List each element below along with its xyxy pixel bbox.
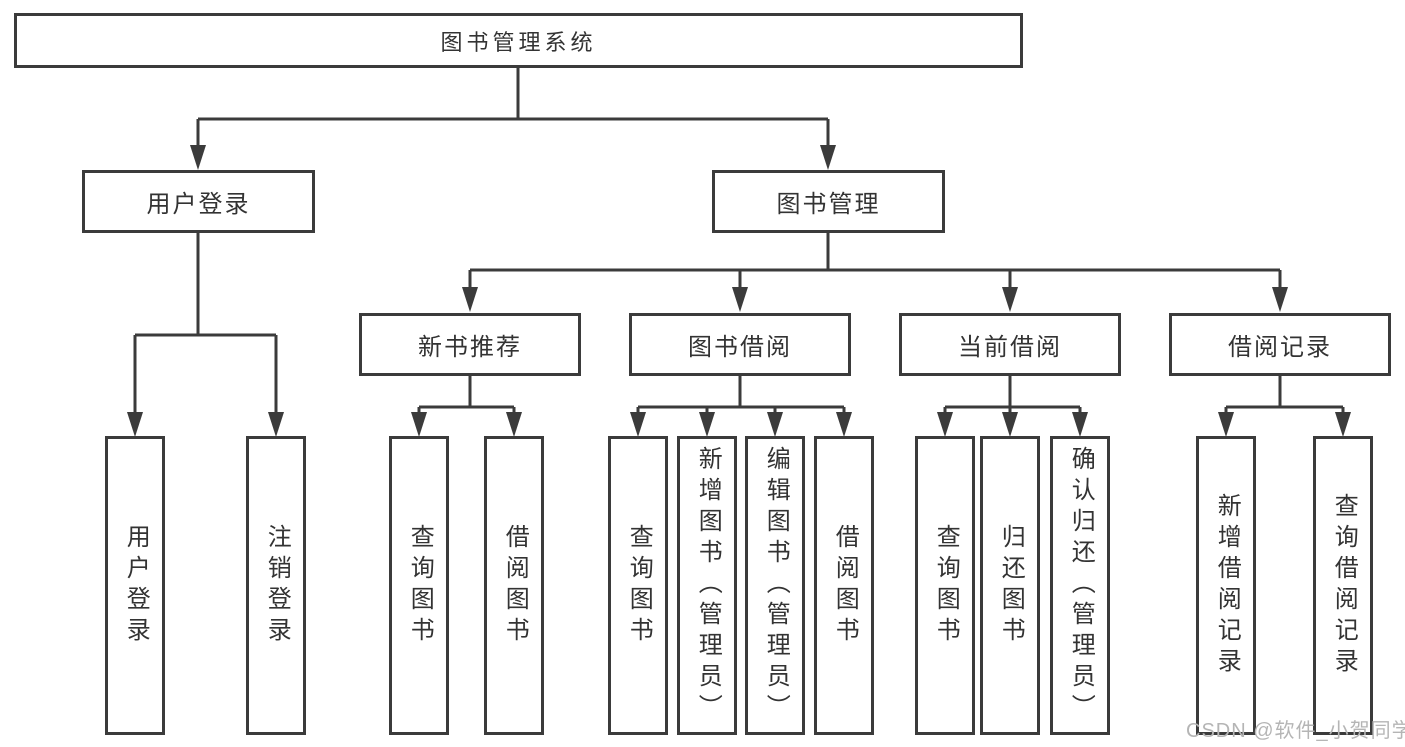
node-label: 新增图书（管理员） bbox=[694, 446, 722, 725]
node-book-borrow: 图书借阅 bbox=[629, 313, 851, 376]
node-label: 确认归还（管理员） bbox=[1067, 446, 1095, 725]
leaf-edit-book-admin: 编辑图书（管理员） bbox=[745, 436, 805, 735]
arrowhead-icon bbox=[127, 412, 143, 437]
node-label: 借阅图书 bbox=[501, 523, 529, 648]
node-book-management: 图书管理 bbox=[712, 170, 945, 233]
connector-book-management-to-level2 bbox=[468, 233, 1282, 291]
arrowhead-icon bbox=[1272, 287, 1288, 312]
node-label: 查询图书 bbox=[625, 523, 653, 648]
arrowhead-icon bbox=[506, 412, 522, 437]
node-label: 查询图书 bbox=[406, 523, 434, 648]
leaf-logout: 注销登录 bbox=[246, 436, 306, 735]
node-label: 用户登录 bbox=[146, 191, 251, 218]
node-label: 当前借阅 bbox=[958, 334, 1062, 361]
node-label: 新书推荐 bbox=[418, 334, 522, 361]
node-new-book-recommend: 新书推荐 bbox=[359, 313, 581, 376]
leaf-add-book-admin: 新增图书（管理员） bbox=[677, 436, 737, 735]
node-label: 归还图书 bbox=[997, 523, 1025, 648]
arrowhead-icon bbox=[190, 145, 206, 170]
node-library-management-system: 图书管理系统 bbox=[14, 13, 1023, 68]
leaf-return-books: 归还图书 bbox=[980, 436, 1040, 735]
arrowhead-icon bbox=[1002, 287, 1018, 312]
node-label: 借阅记录 bbox=[1228, 334, 1332, 361]
arrowhead-icon bbox=[1002, 412, 1018, 437]
arrowhead-icon bbox=[767, 412, 783, 437]
arrowhead-icon bbox=[1335, 412, 1351, 437]
leaf-recommend-query-books: 查询图书 bbox=[389, 436, 449, 735]
arrowhead-icon bbox=[732, 287, 748, 312]
arrowhead-icon bbox=[820, 145, 836, 170]
leaf-current-query-books: 查询图书 bbox=[915, 436, 975, 735]
arrowhead-icon bbox=[937, 412, 953, 437]
connector-borrow-records-to-leaves bbox=[1224, 376, 1345, 416]
arrowhead-icon bbox=[268, 412, 284, 437]
node-label: 用户登录 bbox=[122, 523, 150, 648]
leaf-borrow-borrow-books: 借阅图书 bbox=[814, 436, 874, 735]
node-label: 图书管理 bbox=[776, 191, 881, 218]
node-label: 新增借阅记录 bbox=[1213, 492, 1241, 679]
connector-new-book-recommend-to-leaves bbox=[417, 376, 516, 416]
arrowhead-icon bbox=[836, 412, 852, 437]
node-label: 注销登录 bbox=[263, 523, 291, 648]
leaf-recommend-borrow-books: 借阅图书 bbox=[484, 436, 544, 735]
node-label: 图书借阅 bbox=[688, 334, 792, 361]
watermark: CSDN @软件_小贺同学 bbox=[1186, 720, 1405, 742]
node-user-login: 用户登录 bbox=[82, 170, 315, 233]
arrowhead-icon bbox=[699, 412, 715, 437]
arrowhead-icon bbox=[462, 287, 478, 312]
connector-current-borrow-to-leaves bbox=[943, 376, 1082, 416]
connector-book-borrow-to-leaves bbox=[636, 376, 846, 416]
node-label: 借阅图书 bbox=[831, 523, 859, 648]
leaf-borrow-query-books: 查询图书 bbox=[608, 436, 668, 735]
leaf-confirm-return-admin: 确认归还（管理员） bbox=[1050, 436, 1110, 735]
node-label: 编辑图书（管理员） bbox=[762, 446, 790, 725]
arrowhead-icon bbox=[1218, 412, 1234, 437]
node-label: 图书管理系统 bbox=[440, 29, 597, 55]
leaf-query-borrow-record: 查询借阅记录 bbox=[1313, 436, 1373, 735]
arrowhead-icon bbox=[1072, 412, 1088, 437]
node-borrow-records: 借阅记录 bbox=[1169, 313, 1391, 376]
leaf-add-borrow-record: 新增借阅记录 bbox=[1196, 436, 1256, 735]
arrowhead-icon bbox=[630, 412, 646, 437]
node-label: 查询借阅记录 bbox=[1330, 492, 1358, 679]
node-label: 查询图书 bbox=[932, 523, 960, 648]
arrowhead-icon bbox=[411, 412, 427, 437]
leaf-user-login: 用户登录 bbox=[105, 436, 165, 735]
connector-user-login-to-leaves bbox=[133, 233, 278, 415]
connector-root-to-level1 bbox=[196, 68, 830, 148]
node-current-borrow: 当前借阅 bbox=[899, 313, 1121, 376]
